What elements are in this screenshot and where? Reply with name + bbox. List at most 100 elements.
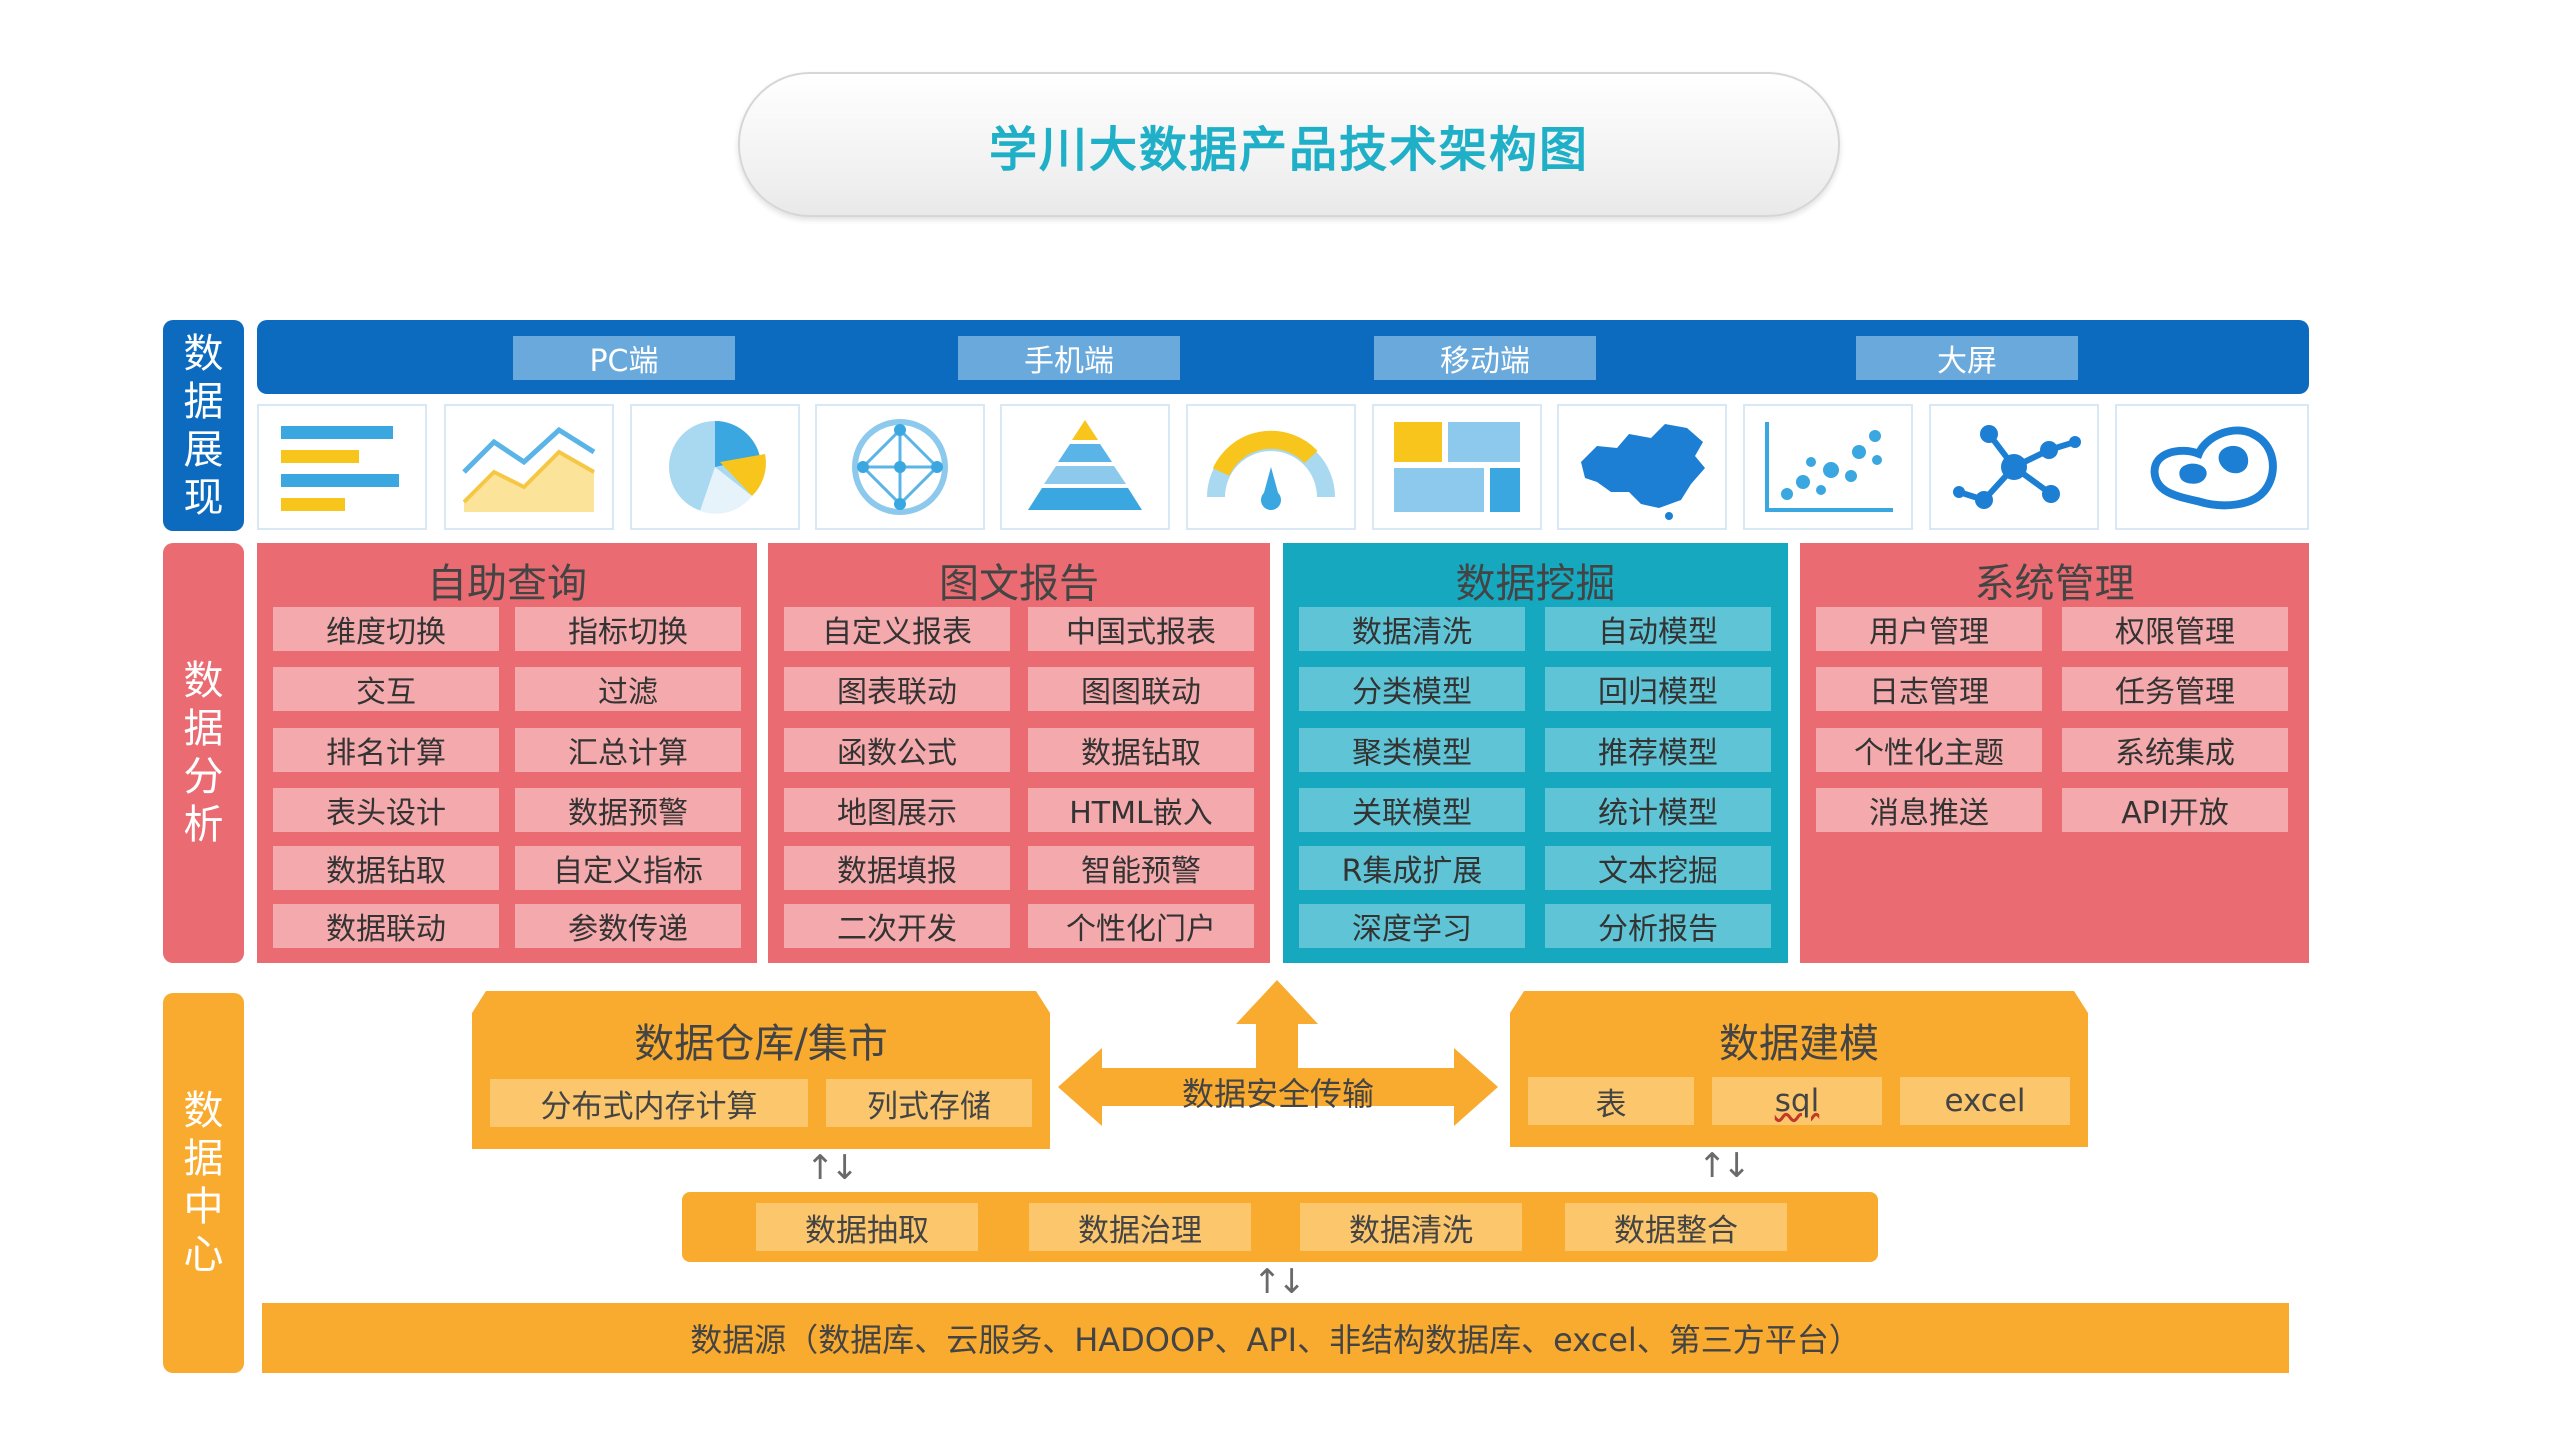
- etl-item: 数据抽取: [756, 1203, 978, 1251]
- side-char: 分: [183, 754, 224, 800]
- data-transfer-arrows: [1058, 980, 1498, 1126]
- title-banner: 学川大数据产品技术架构图: [738, 72, 1840, 217]
- panel-self-query: 自助查询 维度切换 指标切换 交互 过滤 排名计算 汇总计算 表头设计 数据预警…: [257, 543, 757, 963]
- panel-item: 图表联动: [784, 667, 1010, 711]
- side-label-analysis: 数 据 分 析: [163, 543, 244, 963]
- panel-system-management: 系统管理 用户管理 权限管理 日志管理 任务管理 个性化主题 系统集成 消息推送…: [1800, 543, 2309, 963]
- panel-title: 数据挖掘: [1455, 561, 1616, 607]
- panel-item: 关联模型: [1299, 788, 1525, 832]
- etl-item: 数据治理: [1029, 1203, 1251, 1251]
- panel-item: 聚类模型: [1299, 728, 1525, 772]
- device-mobile: 移动端: [1374, 336, 1596, 380]
- gauge-icon: [1186, 404, 1356, 530]
- page-title: 学川大数据产品技术架构图: [988, 121, 1589, 178]
- china-map-icon: [1557, 404, 1727, 530]
- panel-item: 交互: [273, 667, 499, 711]
- modeling-item: 表: [1528, 1077, 1694, 1125]
- bar-chart-icon: [257, 404, 427, 530]
- panel-item: 消息推送: [1816, 788, 2042, 832]
- device-phone: 手机端: [958, 336, 1180, 380]
- panel-item: 统计模型: [1545, 788, 1771, 832]
- device-big-screen: 大屏: [1856, 336, 2078, 380]
- etl-item: 数据清洗: [1300, 1203, 1522, 1251]
- up-down-arrows-icon: ↑↓: [1698, 1146, 1751, 1186]
- panel-item: 分析报告: [1545, 904, 1771, 948]
- panel-item: 数据钻取: [273, 846, 499, 890]
- panel-item: 图图联动: [1028, 667, 1254, 711]
- pie-chart-icon: [630, 404, 800, 530]
- panel-item: API开放: [2062, 788, 2288, 832]
- side-char: 数: [183, 1088, 224, 1134]
- panel-item: 回归模型: [1545, 667, 1771, 711]
- panel-item: 数据预警: [515, 788, 741, 832]
- panel-item: 汇总计算: [515, 728, 741, 772]
- panel-item: 数据填报: [784, 846, 1010, 890]
- scatter-plot-icon: [1743, 404, 1913, 530]
- side-char: 据: [183, 378, 224, 425]
- line-chart-icon: [444, 404, 614, 530]
- up-down-arrows-icon: ↑↓: [1253, 1262, 1306, 1302]
- panel-title: 系统管理: [1974, 561, 2135, 607]
- panel-item: 智能预警: [1028, 846, 1254, 890]
- network-diagram-icon: [815, 404, 985, 530]
- side-char: 数: [183, 658, 224, 704]
- panel-item: 权限管理: [2062, 607, 2288, 651]
- data-modeling-block: 数据建模 表 sql excel: [1510, 991, 2088, 1147]
- panel-item: 二次开发: [784, 904, 1010, 948]
- panel-item: 排名计算: [273, 728, 499, 772]
- panel-data-mining: 数据挖掘 数据清洗 自动模型 分类模型 回归模型 聚类模型 推荐模型 关联模型 …: [1283, 543, 1788, 963]
- panel-item: 地图展示: [784, 788, 1010, 832]
- side-label-display: 数 据 展 现: [163, 320, 244, 531]
- panel-item: 分类模型: [1299, 667, 1525, 711]
- side-char: 据: [183, 706, 224, 752]
- warehouse-item: 列式存储: [826, 1079, 1032, 1127]
- side-char: 数: [183, 330, 224, 377]
- molecule-graph-icon: [1929, 404, 2099, 530]
- panel-item: 文本挖掘: [1545, 846, 1771, 890]
- data-source-bar: 数据源（数据库、云服务、HADOOP、API、非结构数据库、excel、第三方平…: [262, 1303, 2289, 1373]
- modeling-item: excel: [1900, 1077, 2070, 1125]
- panel-report: 图文报告 自定义报表 中国式报表 图表联动 图图联动 函数公式 数据钻取 地图展…: [768, 543, 1270, 963]
- panel-item: 过滤: [515, 667, 741, 711]
- modeling-item: sql: [1712, 1077, 1882, 1125]
- treemap-icon: [1372, 404, 1542, 530]
- etl-bar: 数据抽取 数据治理 数据清洗 数据整合: [682, 1192, 1878, 1262]
- modeling-title: 数据建模: [1719, 1021, 1879, 1067]
- device-pc: PC端: [513, 336, 735, 380]
- panel-item: 数据清洗: [1299, 607, 1525, 651]
- region-map-icon: [2115, 404, 2309, 530]
- panel-item: 维度切换: [273, 607, 499, 651]
- panel-item: 表头设计: [273, 788, 499, 832]
- panel-title: 自助查询: [427, 561, 587, 607]
- panel-item: 个性化主题: [1816, 728, 2042, 772]
- panel-item: 参数传递: [515, 904, 741, 948]
- panel-item: 日志管理: [1816, 667, 2042, 711]
- panel-item: 深度学习: [1299, 904, 1525, 948]
- panel-item: 系统集成: [2062, 728, 2288, 772]
- side-char: 析: [183, 802, 224, 848]
- pyramid-chart-icon: [1000, 404, 1170, 530]
- panel-item: 数据钻取: [1028, 728, 1254, 772]
- panel-item: R集成扩展: [1299, 846, 1525, 890]
- panel-item: 中国式报表: [1028, 607, 1254, 651]
- panel-item: 指标切换: [515, 607, 741, 651]
- side-char: 心: [183, 1232, 224, 1278]
- side-label-center: 数 据 中 心: [163, 993, 244, 1373]
- side-char: 展: [183, 426, 224, 473]
- side-char: 现: [183, 474, 224, 521]
- panel-item: 函数公式: [784, 728, 1010, 772]
- panel-item: 自定义报表: [784, 607, 1010, 651]
- data-transfer-label: 数据安全传输: [1181, 1075, 1374, 1113]
- panel-item: 推荐模型: [1545, 728, 1771, 772]
- panel-item: 任务管理: [2062, 667, 2288, 711]
- side-char: 据: [183, 1136, 224, 1182]
- panel-item: 数据联动: [273, 904, 499, 948]
- warehouse-item: 分布式内存计算: [490, 1079, 808, 1127]
- panel-item: 个性化门户: [1028, 904, 1254, 948]
- data-warehouse-block: 数据仓库/集市 分布式内存计算 列式存储: [472, 991, 1050, 1149]
- etl-item: 数据整合: [1565, 1203, 1787, 1251]
- panel-item: 自定义指标: [515, 846, 741, 890]
- panel-title: 图文报告: [939, 561, 1099, 607]
- side-char: 中: [183, 1184, 224, 1230]
- warehouse-title: 数据仓库/集市: [634, 1021, 888, 1067]
